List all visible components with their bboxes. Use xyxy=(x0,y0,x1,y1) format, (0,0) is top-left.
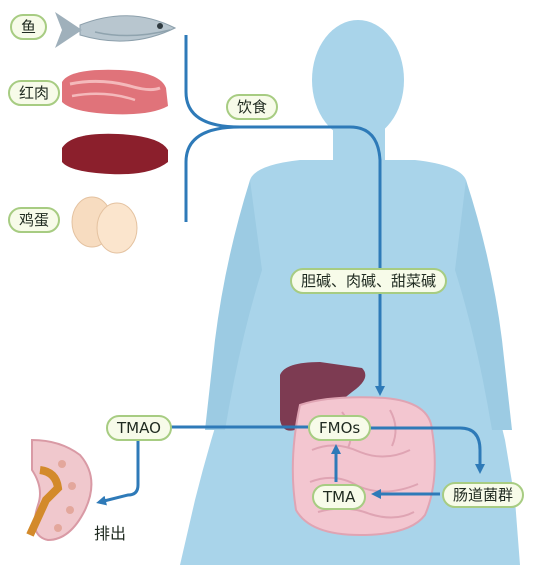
label-fish: 鱼 xyxy=(10,14,47,40)
label-red-meat: 红肉 xyxy=(8,80,60,106)
cooked-meat-icon xyxy=(62,134,168,174)
label-tmao: TMAO xyxy=(106,415,172,441)
label-fmos: FMOs xyxy=(308,415,371,441)
label-tma: TMA xyxy=(312,484,366,510)
label-excretion: 排出 xyxy=(94,520,126,544)
label-gut-bacteria: 肠道菌群 xyxy=(442,482,524,508)
arrow-food-lower xyxy=(186,127,240,222)
arrow-tmao-to-kidney xyxy=(100,438,138,502)
label-diet: 饮食 xyxy=(226,94,278,120)
kidney-icon xyxy=(30,440,91,540)
fish-icon xyxy=(55,12,175,48)
egg-icon xyxy=(72,197,137,253)
label-nutrients: 胆碱、肉碱、甜菜碱 xyxy=(290,268,447,294)
red-meat-icon xyxy=(62,70,168,115)
label-egg: 鸡蛋 xyxy=(8,207,60,233)
